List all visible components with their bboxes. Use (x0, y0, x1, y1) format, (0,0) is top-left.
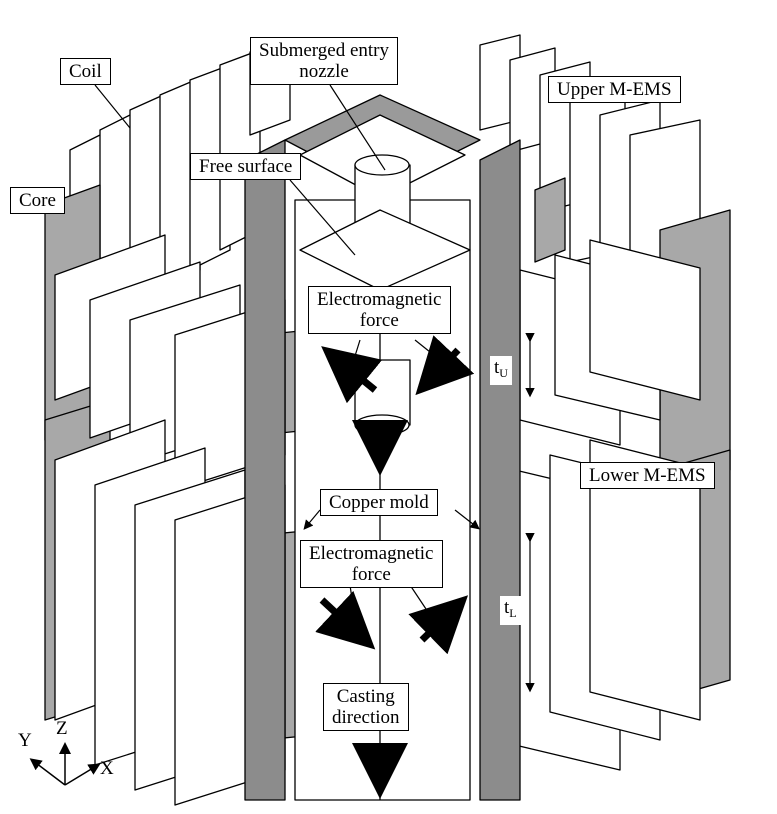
label-coil: Coil (60, 58, 111, 85)
axes-triad (29, 742, 101, 786)
label-t-lower: tL (500, 596, 521, 625)
force-upper-line2: force (359, 310, 399, 331)
label-free-surface: Free surface (190, 153, 302, 180)
nozzle-line1: Submerged entry (259, 40, 389, 61)
y-axis (29, 758, 66, 786)
label-core: Core (10, 187, 65, 214)
axis-label-y: Y (18, 730, 32, 751)
right-upper-coils (519, 239, 701, 446)
label-force-lower: Electromagnetic force (300, 540, 443, 588)
t-lower-base: t (504, 597, 510, 618)
force-lower-line2: force (351, 564, 391, 585)
label-upper-mems: Upper M-EMS (548, 76, 681, 103)
label-copper-mold: Copper mold (320, 489, 438, 516)
axis-label-x: X (100, 758, 114, 779)
right-lower-coils (514, 439, 701, 771)
force-lower-line1: Electromagnetic (309, 543, 434, 564)
t-upper-base: t (494, 357, 500, 378)
label-nozzle: Submerged entry nozzle (250, 37, 398, 85)
x-axis (64, 763, 101, 786)
casting-line2: direction (332, 707, 400, 728)
t-lower-sub: L (509, 606, 517, 620)
force-arrows (315, 335, 475, 799)
label-casting-direction: Casting direction (323, 683, 409, 731)
label-lower-mems: Lower M-EMS (580, 462, 715, 489)
axis-label-z: Z (56, 718, 68, 739)
label-force-upper: Electromagnetic force (308, 286, 451, 334)
free-surface-plane (299, 209, 471, 291)
label-t-upper: tU (490, 356, 512, 385)
casting-line1: Casting (336, 686, 395, 707)
force-upper-line1: Electromagnetic (317, 289, 442, 310)
leader-lines (94, 84, 661, 693)
t-upper-sub: U (499, 366, 508, 380)
nozzle-line2: nozzle (299, 61, 349, 82)
